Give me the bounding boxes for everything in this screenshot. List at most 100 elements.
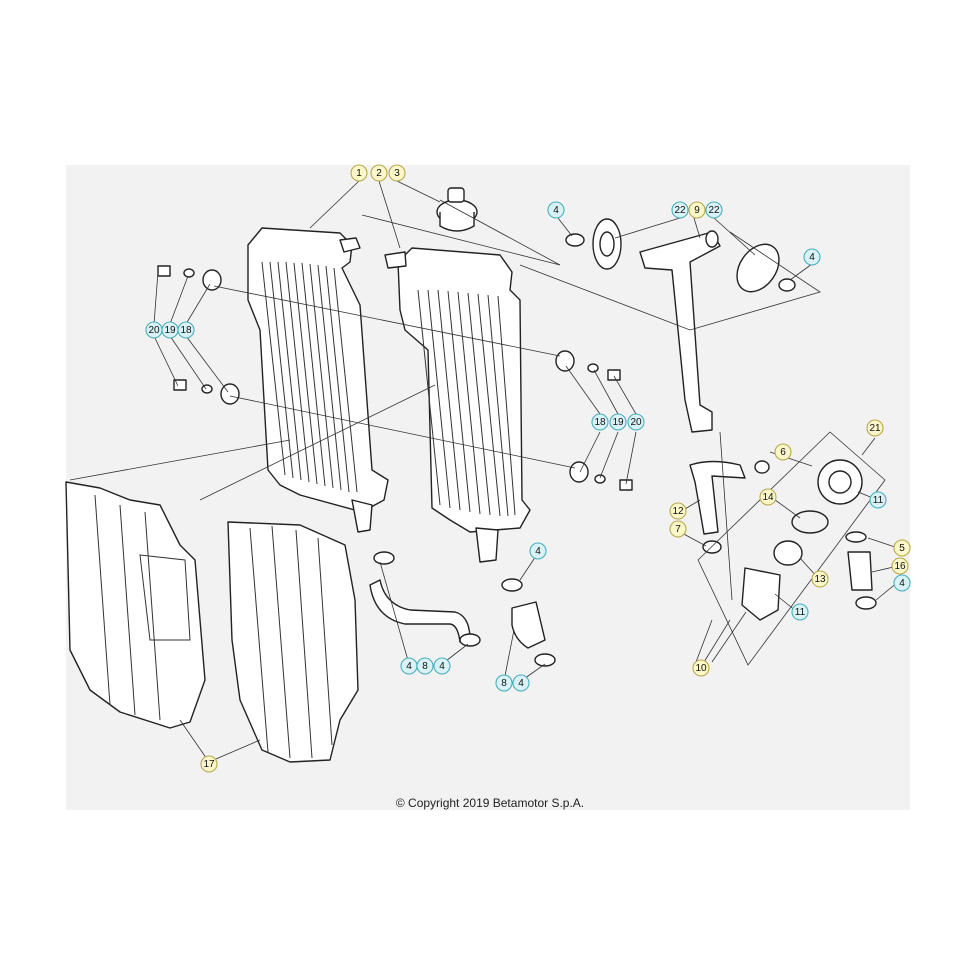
callout-19: 19: [161, 321, 179, 339]
callout-label: 4: [535, 546, 541, 557]
callout-label: 12: [672, 506, 684, 517]
callout-circle: [669, 502, 687, 520]
callout-label: 22: [708, 205, 720, 216]
thermostat-assembly: [689, 431, 886, 666]
callout-11: 11: [791, 603, 809, 621]
callout-circle: [547, 201, 565, 219]
callout-16: 16: [891, 557, 909, 575]
callout-label: 8: [501, 678, 507, 689]
callout-label: 16: [894, 561, 906, 572]
callout-17: 17: [200, 755, 218, 773]
left-radiator-shroud: [65, 481, 206, 729]
lower-hose-left: [369, 579, 471, 643]
callout-21: 21: [866, 419, 884, 437]
callout-circle: [669, 520, 687, 538]
callout-label: 18: [180, 325, 192, 336]
callout-circle: [529, 542, 547, 560]
callout-label: 19: [612, 417, 624, 428]
fasteners-right: [555, 350, 633, 491]
callout-19: 19: [609, 413, 627, 431]
callout-4: 4: [529, 542, 547, 560]
callout-18: 18: [177, 321, 195, 339]
lower-hose-right: [511, 601, 546, 649]
callout-14: 14: [759, 488, 777, 506]
radiator-cap: [436, 187, 478, 232]
callout-label: 10: [695, 663, 707, 674]
callout-13: 13: [811, 570, 829, 588]
callout-circle: [627, 413, 645, 431]
callout-circle: [591, 413, 609, 431]
hose-clamps: [373, 233, 877, 667]
callout-circle: [416, 657, 434, 675]
callout-label: 14: [762, 492, 774, 503]
leader-lines: [69, 180, 899, 763]
callout-label: 11: [873, 495, 884, 506]
callout-circle: [893, 574, 911, 592]
callout-6: 6: [774, 443, 792, 461]
callout-4: 4: [803, 248, 821, 266]
callout-2: 2: [370, 164, 388, 182]
callout-label: 11: [795, 607, 806, 618]
callout-circle: [811, 570, 829, 588]
callout-label: 4: [899, 578, 905, 589]
callout-20: 20: [627, 413, 645, 431]
callout-circle: [512, 674, 530, 692]
callout-label: 20: [630, 417, 642, 428]
callout-circle: [388, 164, 406, 182]
callout-9: 9: [688, 201, 706, 219]
callout-circle: [688, 201, 706, 219]
callout-22: 22: [705, 201, 723, 219]
callout-4: 4: [547, 201, 565, 219]
callout-10: 10: [692, 659, 710, 677]
callout-circle: [609, 413, 627, 431]
callout-label: 19: [164, 325, 176, 336]
callout-label: 4: [553, 205, 559, 216]
callout-1: 1: [350, 164, 368, 182]
plate-gaskets: [592, 218, 780, 293]
callout-label: 4: [809, 252, 815, 263]
callout-circle: [893, 539, 911, 557]
callout-circle: [692, 659, 710, 677]
callout-circle: [759, 488, 777, 506]
callout-label: 1: [356, 168, 362, 179]
callout-circle: [177, 321, 195, 339]
callout-label: 9: [694, 205, 700, 216]
callout-label: 4: [439, 661, 445, 672]
callout-4: 4: [433, 657, 451, 675]
callout-label: 17: [203, 759, 215, 770]
callout-20: 20: [145, 321, 163, 339]
callout-5: 5: [893, 539, 911, 557]
callout-label: 18: [594, 417, 606, 428]
callout-12: 12: [669, 502, 687, 520]
callout-label: 20: [148, 325, 160, 336]
callout-label: 21: [869, 423, 881, 434]
callout-circle: [433, 657, 451, 675]
callout-circle: [803, 248, 821, 266]
callout-8: 8: [495, 674, 513, 692]
callout-label: 2: [376, 168, 382, 179]
callout-7: 7: [669, 520, 687, 538]
callout-8: 8: [416, 657, 434, 675]
right-radiator-shroud: [227, 521, 359, 763]
copyright-notice: © Copyright 2019 Betamotor S.p.A.: [395, 796, 585, 810]
left-radiator: [247, 227, 389, 533]
callout-circle: [200, 755, 218, 773]
callout-circle: [866, 419, 884, 437]
callout-circle: [891, 557, 909, 575]
y-pipe: [639, 230, 721, 433]
callout-label: 8: [422, 661, 428, 672]
callout-4: 4: [893, 574, 911, 592]
callout-circle: [495, 674, 513, 692]
callout-label: 4: [518, 678, 524, 689]
callout-circle: [370, 164, 388, 182]
callout-circle: [350, 164, 368, 182]
callout-18: 18: [591, 413, 609, 431]
callout-circle: [774, 443, 792, 461]
callout-label: 5: [899, 543, 905, 554]
callout-22: 22: [671, 201, 689, 219]
callout-circle: [671, 201, 689, 219]
callout-circle: [869, 491, 887, 509]
callout-label: 22: [674, 205, 686, 216]
